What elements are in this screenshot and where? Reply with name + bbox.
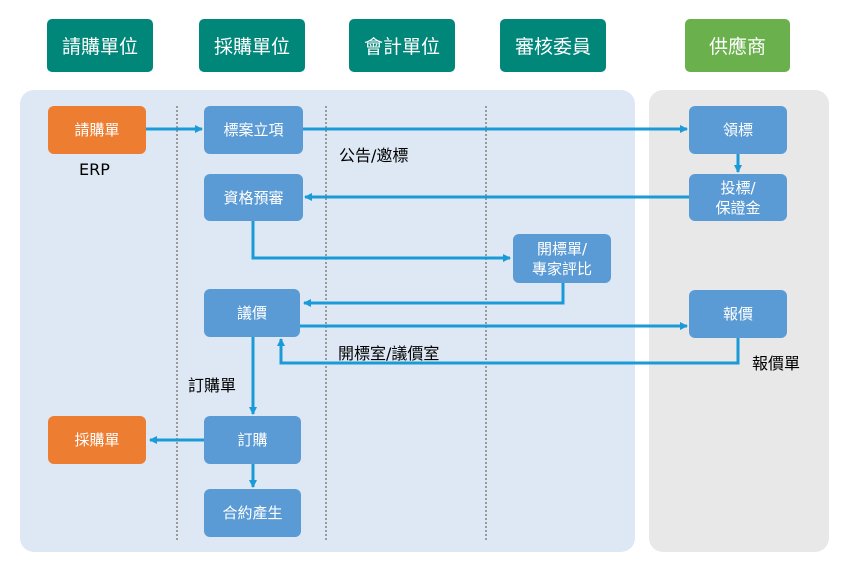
node-negotiation: 議價: [204, 289, 300, 337]
node-tender-project: 標案立項: [204, 106, 303, 154]
node-purchase-order: 採購單: [48, 416, 146, 464]
node-submit-bid: 投標/ 保證金: [689, 174, 787, 221]
node-quotation: 報價: [689, 290, 787, 338]
internal-lanes-panel: [20, 90, 635, 552]
label-erp: ERP: [79, 160, 110, 179]
lane-divider-2: [325, 106, 327, 540]
node-purchase-request: 請購單: [48, 106, 146, 154]
header-requester: 請購單位: [47, 19, 153, 72]
arrow-qualification-to-opening: [251, 221, 511, 262]
arrow-quotation-to-negotiation: [277, 338, 740, 365]
lane-divider-3: [485, 106, 487, 540]
arrow-opening-to-negotiation: [303, 283, 565, 307]
label-quotation-form: 報價單: [752, 354, 801, 373]
header-procurement: 採購單位: [199, 19, 305, 72]
header-supplier: 供應商: [685, 19, 790, 72]
label-order-form: 訂購單: [188, 376, 237, 395]
lane-divider-1: [176, 106, 178, 540]
node-bid-opening: 開標單/ 專家評比: [513, 234, 611, 283]
node-qualification-review: 資格預審: [204, 174, 303, 221]
label-announcement: 公告/邀標: [339, 146, 409, 165]
header-review: 審核委員: [500, 19, 606, 72]
node-contract: 合約產生: [204, 489, 301, 537]
node-receive-tender: 領標: [689, 106, 787, 154]
header-accounting: 會計單位: [349, 19, 455, 72]
node-order: 訂購: [204, 416, 301, 464]
label-opening-room: 開標室/議價室: [338, 344, 440, 363]
